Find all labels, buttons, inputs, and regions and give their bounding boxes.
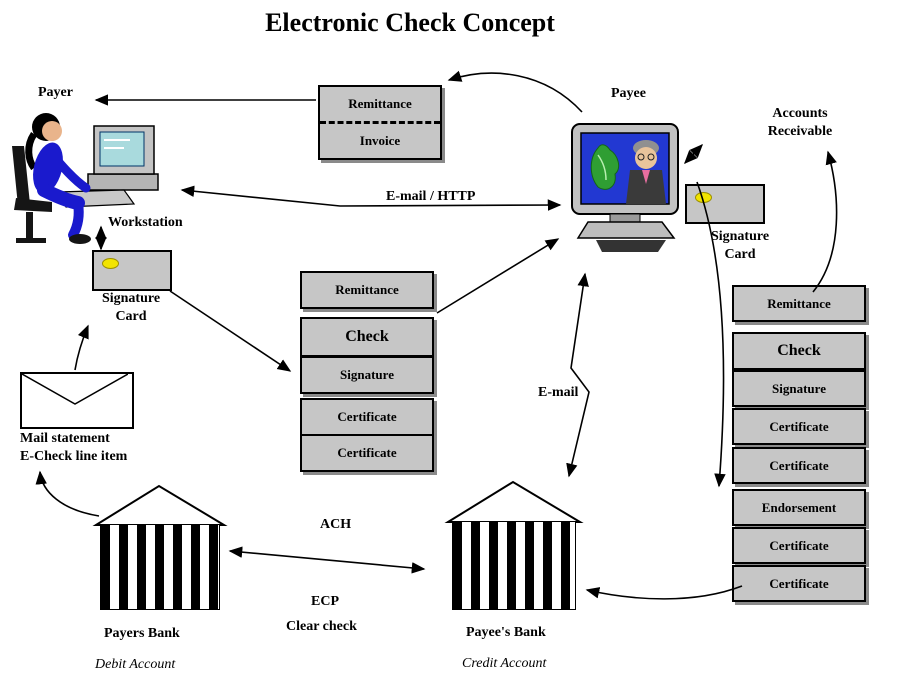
payer-signature-card-label: Signature Card [86,290,176,326]
signature-label-line1: Signature [710,229,770,244]
payee-computer-clipart [571,123,679,252]
mail-envelope [20,372,134,429]
invoice-box-invoice: Invoice [359,133,401,148]
clear-check-label: Clear check [286,619,357,634]
payer-label: Payer [38,85,73,100]
doc-box-signature: Signature [300,356,434,394]
arrow-payee-to-ar [684,143,703,165]
signature-label-line2: Card [115,309,147,324]
payee-signature-card [685,184,765,224]
arrow-ach-banks [228,546,426,574]
signature-label-line1: Signature [101,291,161,306]
remittance-invoice-box: Remittance Invoice [318,85,442,160]
mail-statement-line2: E-Check line item [20,449,128,464]
email-label: E-mail [538,385,579,400]
doc-box-certificate: Certificate [300,398,434,436]
accounts-receivable-line2: Receivable [767,124,833,139]
payees-bank-building [452,521,576,610]
arrow-email-zigzag [566,272,590,478]
doc-box-certificate: Certificate [732,527,866,564]
doc-box-certificate: Certificate [732,447,866,484]
doc-box-remittance: Remittance [732,285,866,322]
accounts-receivable-line1: Accounts [772,106,828,121]
credit-account-label: Credit Account [462,656,547,671]
signature-card-oval [102,258,119,269]
ecp-label: ECP [311,594,339,609]
doc-box-endorsement: Endorsement [732,489,866,526]
ach-label: ACH [320,517,352,532]
mail-statement-line1: Mail statement [20,431,110,446]
payee-label: Payee [611,86,646,101]
arrow-card-to-check [169,290,292,372]
arrow-envelope-to-card [74,324,89,371]
envelope-flap [21,373,129,405]
signature-label-line2: Card [724,247,756,262]
diagram-title: Electronic Check Concept [265,8,555,37]
accounts-receivable-label: Accounts Receivable [750,105,850,141]
invoice-box-remittance: Remittance [320,87,440,124]
mail-statement-label: Mail statement E-Check line item [20,430,127,466]
payees-bank-label: Payee's Bank [466,625,546,640]
payers-bank-building [100,524,220,610]
doc-box-certificate: Certificate [300,434,434,472]
doc-box-certificate: Certificate [732,565,866,602]
arrow-stack-to-payee-bank [585,585,743,600]
signature-card-oval [695,192,712,203]
doc-box-certificate: Certificate [732,408,866,445]
arrow-payee-to-invoice [447,70,583,113]
doc-box-signature: Signature [732,370,866,407]
payers-bank-label: Payers Bank [104,626,180,641]
payers-bank-roof [92,484,228,526]
arrow-stack-to-ar [812,150,838,293]
debit-account-label: Debit Account [95,657,176,672]
doc-box-check: Check [300,317,434,357]
payees-bank-roof [444,480,584,523]
arrow-email-http [180,185,562,211]
arrow-check-to-payee [436,238,560,314]
doc-box-check: Check [732,332,866,370]
workstation-label: Workstation [108,215,183,230]
payer-signature-card [92,250,172,291]
email-http-label: E-mail / HTTP [386,189,476,204]
doc-box-remittance: Remittance [300,271,434,309]
arrow-bank-to-envelope [35,470,100,517]
payee-signature-card-label: Signature Card [695,228,785,264]
